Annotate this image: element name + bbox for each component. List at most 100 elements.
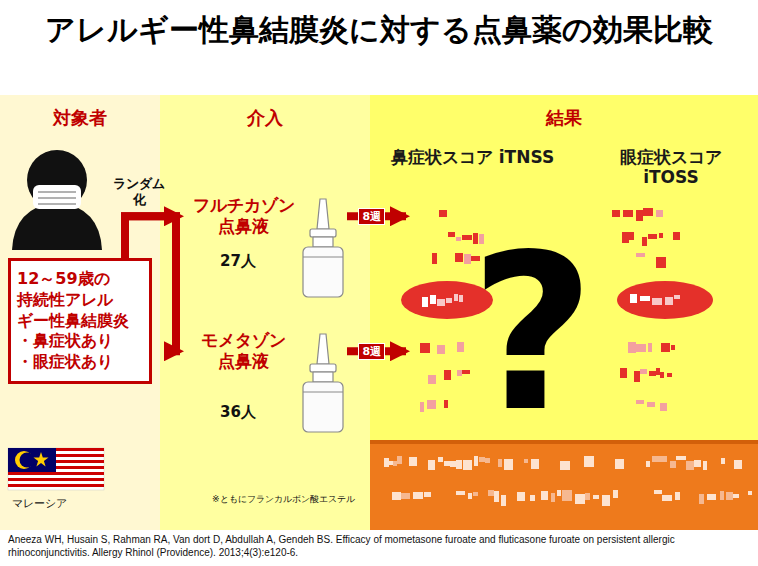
flag-stripe (8, 484, 104, 487)
pixel-block (463, 460, 472, 470)
bottle-part (303, 391, 343, 392)
score-title: 鼻症状スコア iTNSS (390, 147, 555, 167)
bottle-part (303, 382, 343, 432)
pixel-block (640, 296, 650, 301)
pixel-block (636, 210, 643, 221)
person-head (27, 150, 87, 210)
pixel-block (662, 495, 672, 501)
pixel-block (444, 400, 448, 408)
pixel-block (462, 370, 470, 374)
pixel-block (676, 456, 686, 460)
pixel-block (660, 403, 667, 411)
pixel-block (620, 368, 627, 378)
face-mask (33, 185, 81, 209)
pixel-block (457, 370, 462, 376)
score-heading: 眼症状スコア iTOSS (596, 147, 746, 188)
pixel-block (670, 461, 676, 468)
pixel-block (448, 232, 455, 237)
pixel-block (446, 298, 452, 303)
pixel-block (733, 494, 739, 498)
pixel-block (450, 461, 456, 467)
pixel-block (389, 461, 393, 465)
footnote: ※ともにフランカルボン酸エステル (212, 494, 355, 505)
pixelated-results (384, 208, 752, 506)
pixel-block (734, 460, 742, 469)
pixel-block (397, 456, 402, 464)
pixel-block (661, 343, 670, 352)
band-fill (160, 95, 370, 530)
pixel-block (652, 298, 662, 305)
column-header: 介入 (160, 95, 370, 130)
band-fill (0, 95, 160, 530)
drug-name: フルチカゾン 点鼻液 (186, 195, 301, 238)
pixel-block (671, 345, 675, 350)
question-mark: ? (470, 226, 595, 441)
spray-bottles (303, 199, 343, 432)
result-oval (617, 281, 713, 319)
pixel-block (439, 210, 447, 217)
pixel-block (584, 456, 594, 467)
pixel-block (392, 492, 401, 500)
pixel-block (420, 402, 424, 412)
pixel-block (575, 494, 585, 504)
flag-canton (8, 448, 56, 472)
pixel-block (656, 210, 663, 217)
pixel-block (456, 460, 462, 469)
pixel-block (504, 459, 513, 470)
pixel-block (455, 253, 463, 262)
pixel-block (656, 257, 666, 268)
result-band (370, 440, 758, 530)
pixel-block (634, 371, 640, 382)
pixel-block (557, 490, 561, 496)
pixel-block (422, 297, 428, 307)
title: アレルギー性鼻結膜炎に対する点鼻薬の効果比較 (0, 12, 758, 48)
flag-stripe (8, 472, 104, 475)
subject-band: 対象者 12～59歳の 持続性アレル ギー性鼻結膜炎・鼻症状あり・眼症状あり (0, 95, 160, 530)
pixel-block (444, 370, 451, 380)
pixel-block (393, 461, 397, 466)
person-icon (12, 150, 102, 250)
flag-ground (8, 448, 104, 490)
pixel-block (560, 461, 570, 470)
randomization-label: ランダム 化 (109, 176, 169, 209)
pixel-block (485, 458, 490, 463)
bottle-part (313, 237, 333, 247)
pixel-block (420, 343, 430, 353)
pixel-block (636, 253, 645, 257)
pixel-block (464, 254, 471, 264)
bottle-part (317, 199, 329, 229)
pixel-block (667, 373, 672, 377)
pixel-block (748, 491, 752, 495)
pixel-block (699, 494, 704, 504)
flag-crescent-cut (20, 453, 35, 468)
subject-criteria: ・鼻症状あり (17, 331, 143, 352)
pixel-block (703, 461, 707, 470)
pixel-block (531, 459, 539, 469)
pixel-block (413, 492, 423, 499)
pixel-block (428, 375, 436, 384)
bottle-part (310, 364, 336, 372)
subject-box: 12～59歳の 持続性アレル ギー性鼻結膜炎・鼻症状あり・眼症状あり (8, 258, 152, 384)
citation: Aneeza WH, Husain S, Rahman RA, Van dort… (8, 534, 750, 559)
pixel-block (424, 492, 431, 497)
pixel-block (459, 295, 463, 302)
pixel-block (642, 237, 647, 246)
pixel-block (630, 294, 637, 303)
pixel-block (686, 461, 694, 470)
pixel-block (694, 460, 701, 467)
duration-label: 8週 (358, 208, 385, 225)
group-size: 27人 (220, 252, 345, 271)
pixel-block (444, 461, 450, 466)
bottle-part (310, 229, 336, 237)
pixel-block (623, 210, 633, 217)
malaysia-flag (8, 448, 104, 490)
pixel-block (648, 234, 657, 239)
pixel-block (501, 495, 506, 506)
pixel-block (665, 297, 673, 305)
pixel-block (643, 208, 653, 216)
pixel-block (585, 493, 590, 500)
column-header: 対象者 (0, 95, 160, 130)
pixel-block (721, 458, 725, 464)
